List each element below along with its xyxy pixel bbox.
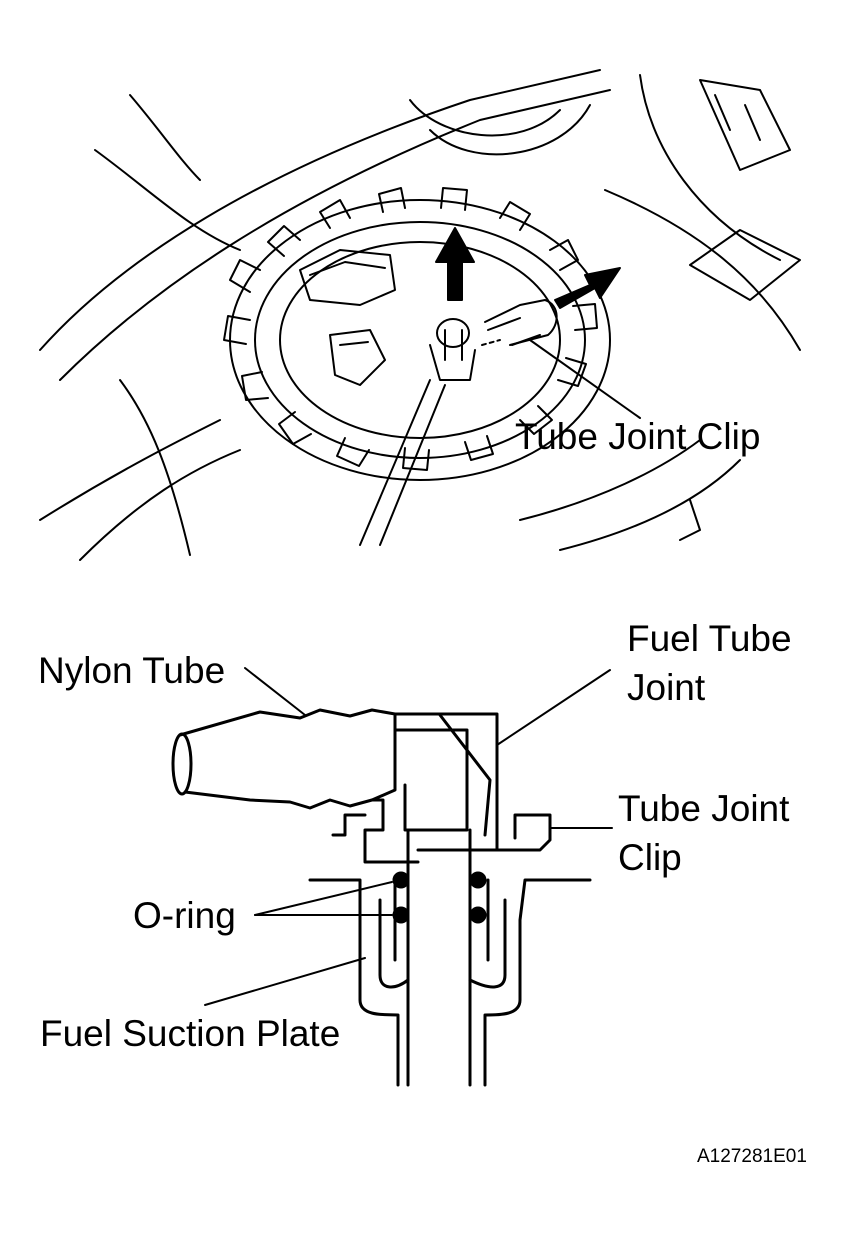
fuel-tube-joint-label-line2: Joint: [627, 667, 706, 708]
fuel-pump-illustration: [39, 69, 801, 561]
figure-id: A127281E01: [697, 1146, 807, 1167]
fuel-tube-joint-label-line1: Fuel Tube: [627, 618, 792, 659]
tube-joint-clip-label-line2: Clip: [618, 837, 682, 878]
top-tube-joint-clip-label: Tube Joint Clip: [515, 416, 761, 457]
o-ring-label: O-ring: [133, 895, 236, 936]
fuel-suction-plate-label: Fuel Suction Plate: [40, 1013, 341, 1054]
nylon-tube-label: Nylon Tube: [38, 650, 226, 691]
tube-joint-clip-label-line1: Tube Joint: [618, 788, 790, 829]
